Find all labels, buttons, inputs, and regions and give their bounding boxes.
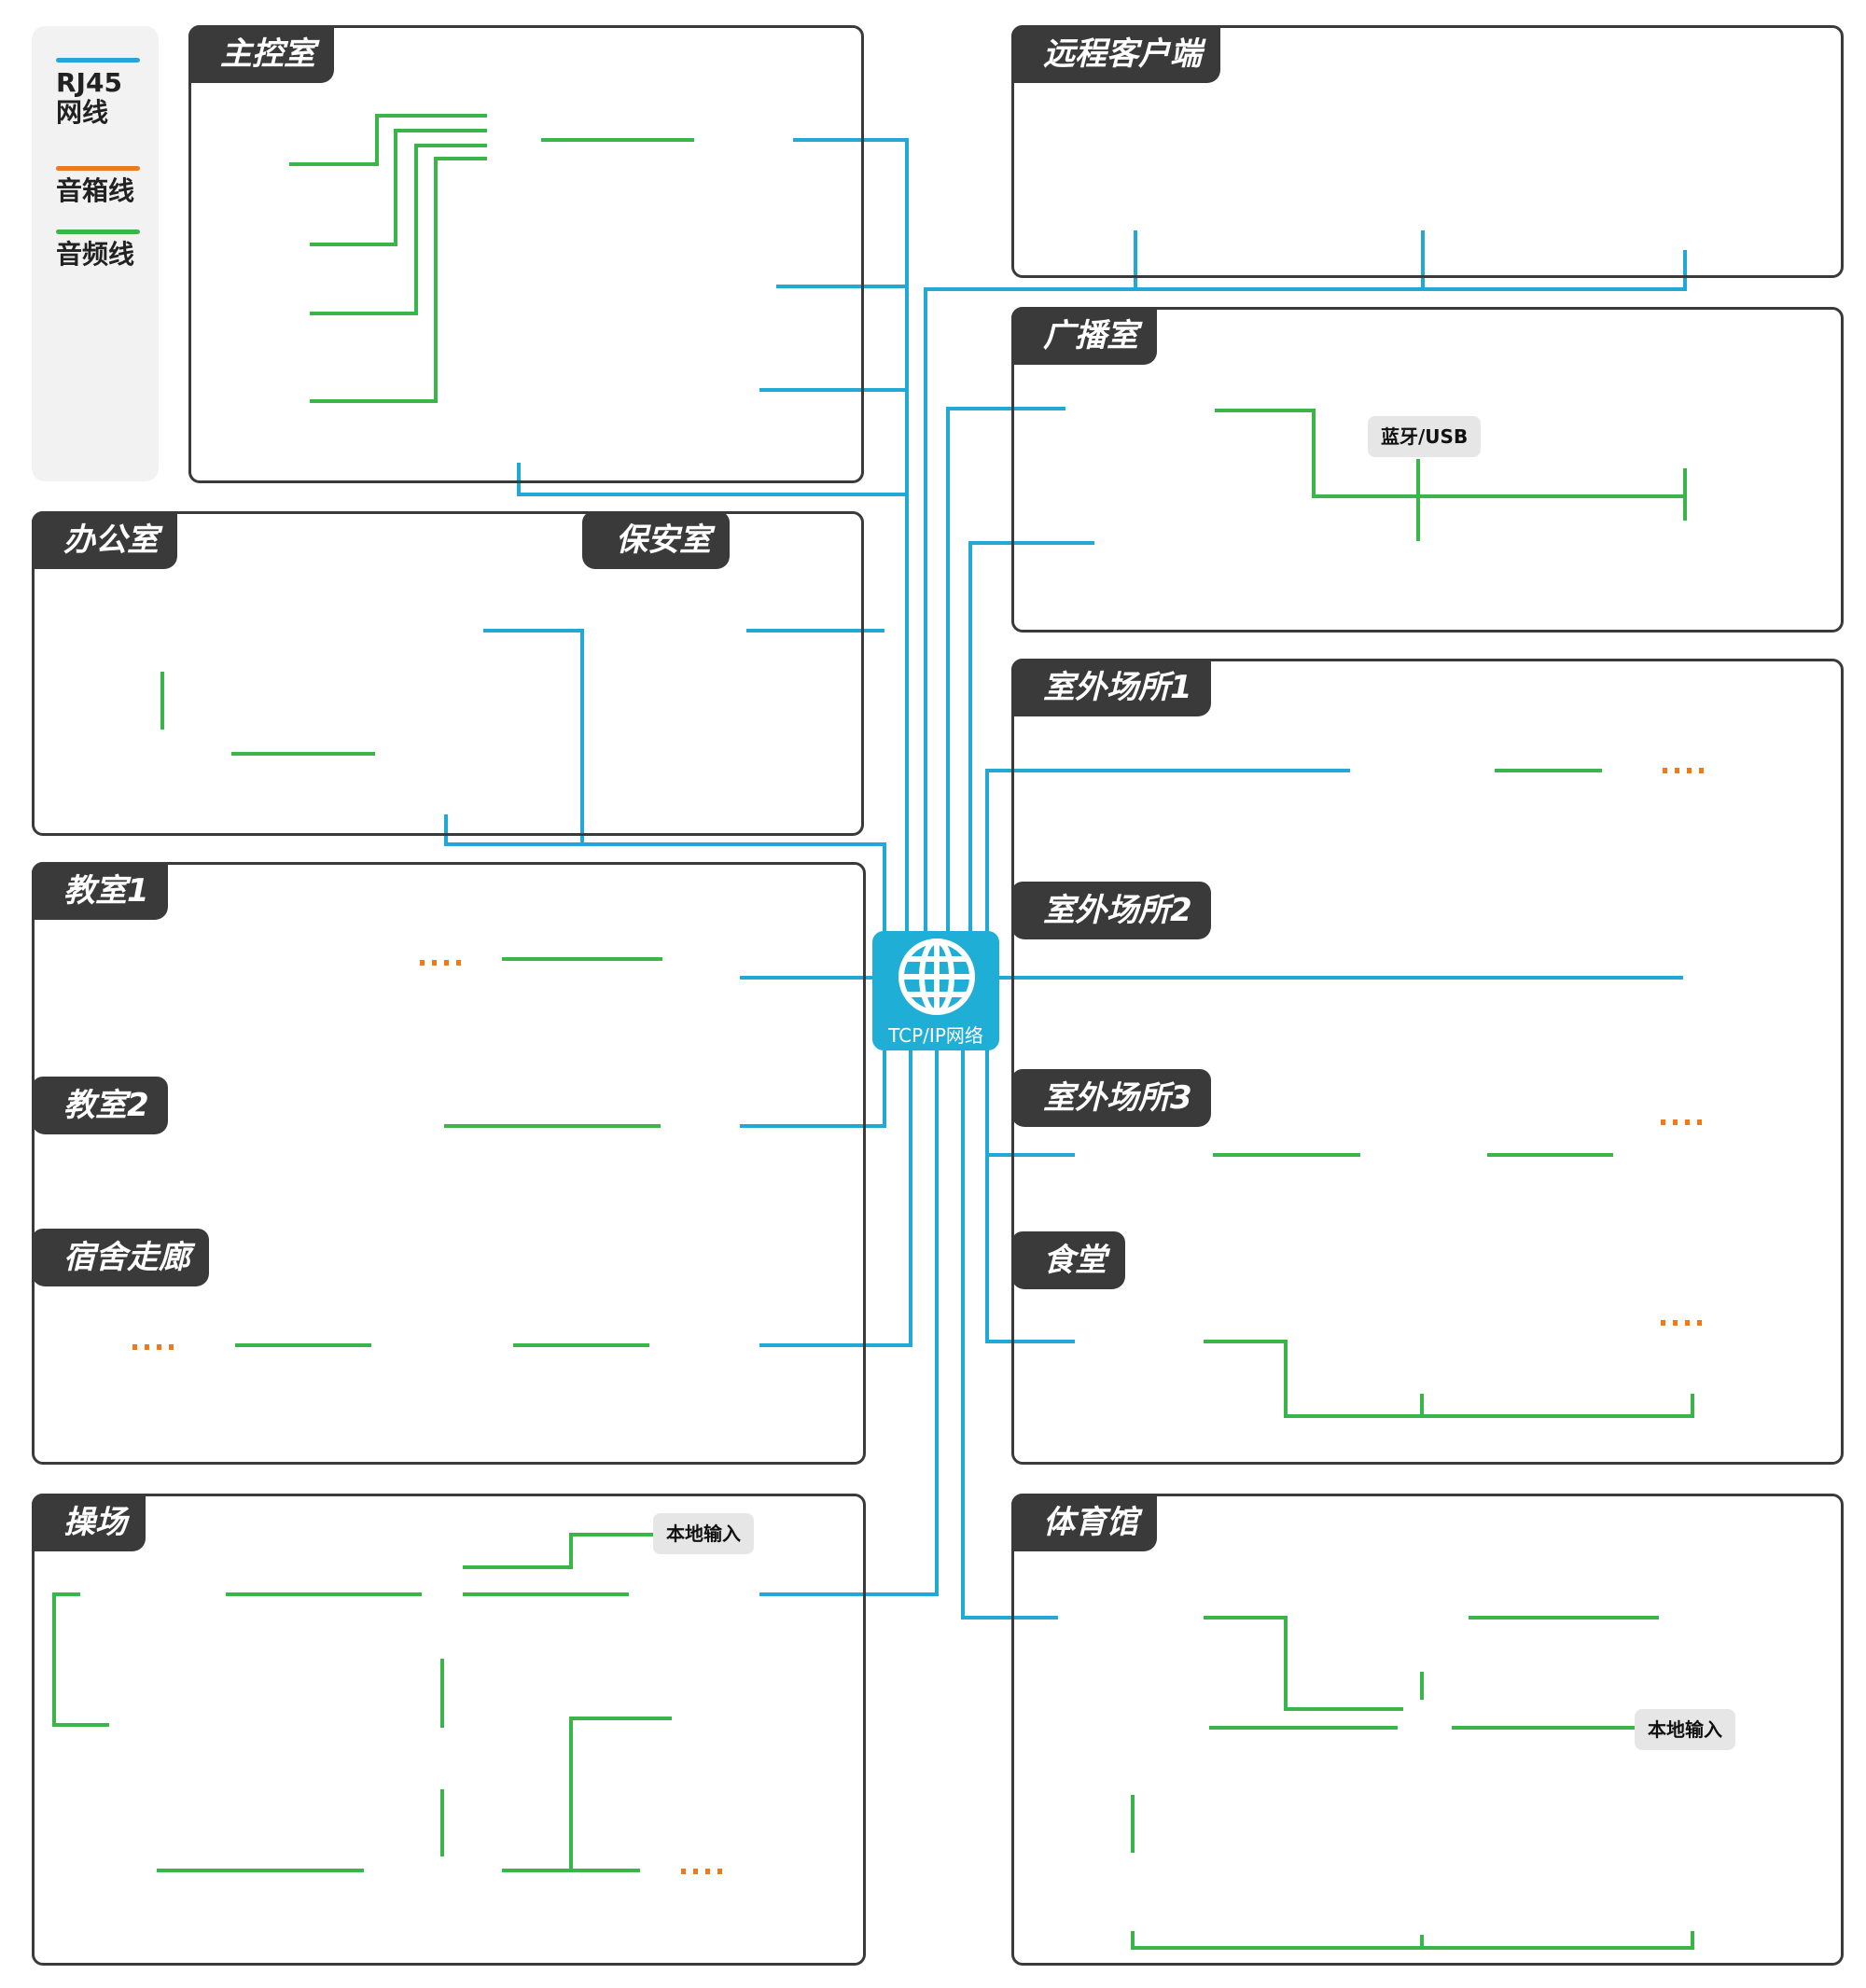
audio-playground-1 xyxy=(52,1592,109,1727)
tag-office: 办公室 xyxy=(32,511,177,569)
rj45-outdoor1 xyxy=(985,769,1350,931)
tag-outdoor3: 室外场所3 xyxy=(1011,1069,1211,1127)
rj45-playground xyxy=(759,1050,939,1596)
speaker-cables xyxy=(132,768,1709,1874)
rj45-office-2 xyxy=(444,814,886,931)
audio-gym-7 xyxy=(1131,1931,1694,1950)
tag-dorm-corridor: 宿舍走廊 xyxy=(32,1229,209,1286)
zone-remote-client xyxy=(1011,25,1844,278)
legend-swatch-audio xyxy=(56,229,140,234)
rj45-dorm xyxy=(759,1050,912,1347)
audio-playground-7 xyxy=(569,1717,672,1870)
tag-classroom1: 教室1 xyxy=(32,862,168,920)
audio-broadcast-1 xyxy=(1215,409,1685,498)
rj45-canteen xyxy=(985,1155,1075,1343)
legend-label-audio: 音频线 xyxy=(56,239,135,270)
network-hub-label: TCP/IP网络 xyxy=(888,1024,983,1047)
zone-gymnasium xyxy=(1011,1494,1844,1966)
rj45-gym xyxy=(961,1050,1058,1620)
legend-label-speaker: 音箱线 xyxy=(56,175,135,206)
chip-local-input-playground: 本地输入 xyxy=(653,1513,754,1554)
tag-outdoor1: 室外场所1 xyxy=(1011,659,1211,716)
rj45-remote-3 xyxy=(924,250,1687,931)
audio-canteen-1 xyxy=(1204,1340,1694,1418)
zone-main-control xyxy=(188,25,864,483)
chip-local-input-gym: 本地输入 xyxy=(1635,1709,1735,1750)
audio-main-3 xyxy=(310,144,487,315)
zone-playground xyxy=(32,1494,866,1966)
network-hub: TCP/IP网络 xyxy=(872,931,999,1050)
audio-main-4 xyxy=(310,157,487,403)
tag-playground: 操场 xyxy=(32,1494,146,1551)
audio-gym-1 xyxy=(1204,1616,1403,1711)
legend-swatch-rj45 xyxy=(56,58,140,63)
rj45-classroom2 xyxy=(740,1050,886,1128)
rj45-office-1 xyxy=(483,629,584,844)
tag-security-room: 保安室 xyxy=(582,511,730,569)
zone-office-security xyxy=(32,511,864,836)
rj45-cables xyxy=(444,138,1687,1620)
zone-broadcast-room xyxy=(1011,307,1844,633)
rj45-broadcast-2 xyxy=(968,541,1094,931)
legend-label-rj45: RJ45 网线 xyxy=(56,67,122,128)
audio-playground-3 xyxy=(463,1533,653,1569)
legend-swatch-speaker xyxy=(56,166,140,171)
rj45-main-1 xyxy=(793,138,909,931)
tag-classroom2: 教室2 xyxy=(32,1077,168,1134)
tag-remote-client: 远程客户端 xyxy=(1011,25,1220,83)
tag-outdoor2: 室外场所2 xyxy=(1011,882,1211,939)
chip-bluetooth-usb: 蓝牙/USB xyxy=(1368,416,1482,457)
legend: RJ45 网线 音箱线 音频线 xyxy=(32,26,159,481)
audio-main-1 xyxy=(289,114,487,166)
tag-gymnasium: 体育馆 xyxy=(1011,1494,1157,1551)
globe-icon xyxy=(898,938,975,1015)
audio-cables xyxy=(52,114,1694,1950)
zone-outdoor-canteen xyxy=(1011,659,1844,1465)
rj45-broadcast-1 xyxy=(946,407,1065,931)
tag-main-control: 主控室 xyxy=(188,25,334,83)
tag-canteen: 食堂 xyxy=(1011,1231,1125,1289)
legend-item-audio: 音频线 xyxy=(56,229,146,270)
rj45-main-4 xyxy=(517,463,907,496)
legend-item-speaker: 音箱线 xyxy=(56,166,146,206)
tag-broadcast-room: 广播室 xyxy=(1011,307,1157,365)
zone-classrooms xyxy=(32,862,866,1465)
legend-item-rj45: RJ45 网线 xyxy=(56,58,146,128)
audio-main-2 xyxy=(310,129,487,246)
